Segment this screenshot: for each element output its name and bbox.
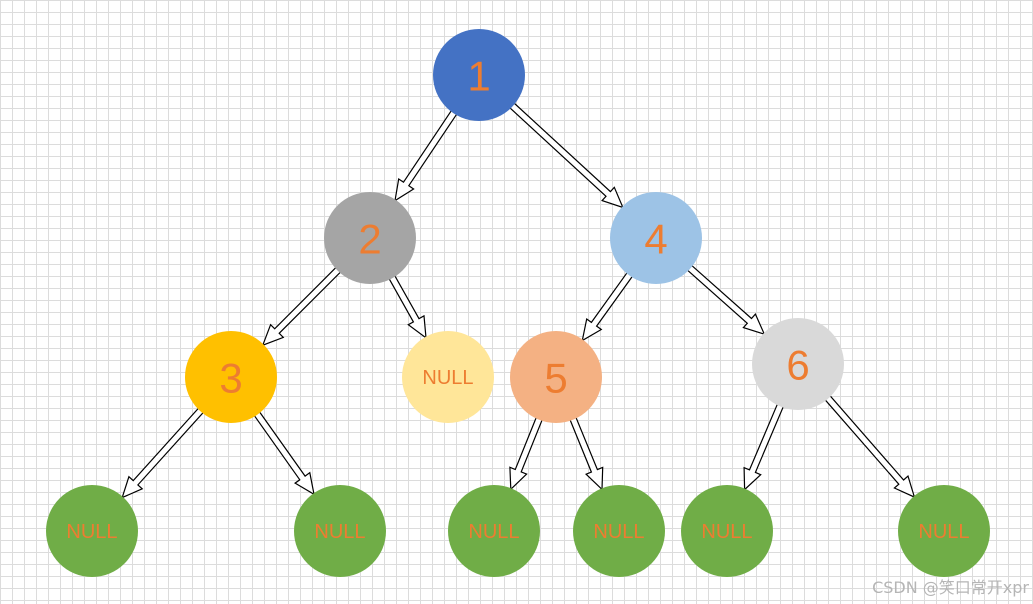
tree-node-3: 3 [185,331,277,423]
tree-node-null: NULL [402,331,494,423]
edge-arrow-n2-nA [387,273,427,340]
tree-edges [121,101,916,499]
node-label: NULL [468,521,519,543]
node-label: NULL [593,521,644,543]
tree-node-5: 5 [510,331,602,423]
edge-arrow-n2-n3 [261,265,343,347]
node-circle [46,485,138,577]
edge-arrow-n1-n2 [394,108,459,202]
node-circle [898,485,990,577]
tree-node-4: 4 [610,192,702,284]
node-label: 2 [358,216,381,263]
node-circle [324,192,416,284]
tree-node-null: NULL [681,485,773,577]
edge-arrow-n6-nF [743,402,785,491]
node-label: NULL [66,521,117,543]
tree-node-2: 2 [324,192,416,284]
tree-node-null: NULL [898,485,990,577]
node-circle [433,29,525,121]
edge-arrow-n3-nC [252,410,315,496]
node-circle [448,485,540,577]
node-label: 3 [219,355,242,402]
node-label: 6 [786,342,809,389]
node-circle [573,485,665,577]
edge-arrow-n6-nG [823,394,916,499]
edge-arrow-n4-n6 [685,263,766,336]
tree-node-null: NULL [294,485,386,577]
tree-node-null: NULL [573,485,665,577]
edge-arrow-n4-n5 [581,270,634,342]
watermark: CSDN @笑口常开xpr [872,578,1029,597]
tree-node-null: NULL [448,485,540,577]
tree-node-6: 6 [752,318,844,410]
tree-node-null: NULL [46,485,138,577]
node-label: 1 [467,53,490,100]
node-circle [510,331,602,423]
node-label: 5 [544,355,567,402]
node-label: NULL [422,367,473,389]
node-label: NULL [701,521,752,543]
node-circle [681,485,773,577]
node-label: 4 [644,216,667,263]
node-circle [402,331,494,423]
edge-arrow-n5-nD [509,415,544,491]
tree-node-1: 1 [433,29,525,121]
node-label: NULL [918,521,969,543]
node-circle [752,318,844,410]
edge-arrow-n3-nB [121,406,205,499]
edge-arrow-n5-nE [568,415,604,491]
edge-arrow-n1-n4 [508,101,624,209]
node-circle [610,192,702,284]
node-label: NULL [314,521,365,543]
node-circle [185,331,277,423]
node-circle [294,485,386,577]
